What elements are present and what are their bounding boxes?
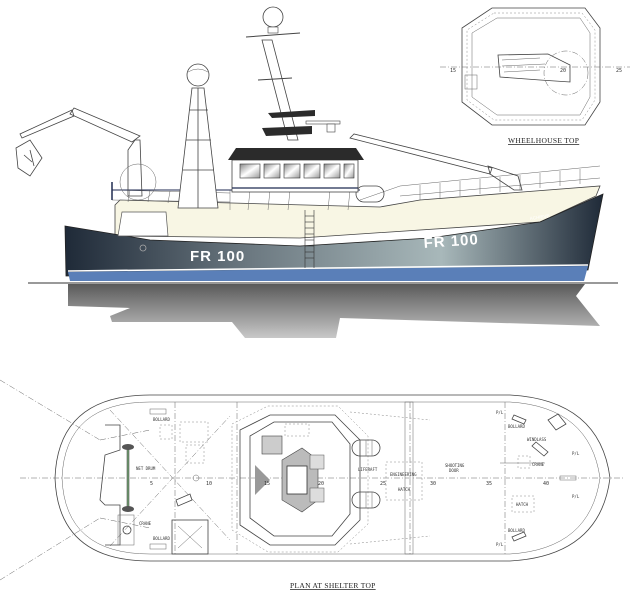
main-mast — [245, 32, 341, 141]
railings — [111, 165, 601, 211]
frame-mark: 20 — [318, 481, 324, 487]
registration-bow: FR 100 — [423, 231, 479, 252]
frame-mark: 40 — [543, 481, 549, 487]
wheelhouse-top-title: WHEELHOUSE TOP — [508, 136, 579, 145]
frame-mark: 5 — [150, 481, 153, 487]
label-pl: P/L — [496, 542, 504, 547]
label-pl: P/L — [572, 494, 580, 499]
label-crane-fwd: CRANE — [532, 462, 545, 467]
label-pl: P/L — [572, 451, 580, 456]
label-liferaft: LIFERAFT — [358, 467, 378, 472]
radome-top-icon — [262, 6, 284, 28]
wheelhouse — [228, 148, 364, 193]
hull-reflection — [68, 284, 600, 338]
bollard-fwd — [511, 531, 527, 542]
frame-mark: 35 — [486, 481, 492, 487]
liferaft-canister — [355, 185, 385, 203]
frame-mark: 10 — [206, 481, 212, 487]
label-bollard: BOLLARD — [508, 528, 525, 533]
net-drum — [99, 424, 135, 546]
label-door: DOOR — [449, 468, 459, 473]
shelter-top-plan: NET DRUM CRANE BOLLARD BOLLARD — [0, 379, 625, 590]
label-net-drum: NET DRUM — [136, 466, 156, 471]
liferafts — [351, 439, 381, 509]
forward-crane — [349, 133, 523, 191]
label-crane-aft: CRANE — [139, 521, 152, 526]
frame-numbers: 5 10 15 20 25 30 35 40 — [150, 481, 549, 487]
radar-scanner — [305, 120, 341, 125]
frame-mark: 15 — [450, 68, 456, 74]
wheelhouse-plan — [231, 405, 369, 553]
frame-mark: 25 — [616, 68, 622, 74]
stern-door — [117, 211, 169, 237]
label-engineering: ENGINEERING — [390, 472, 417, 477]
plan-title: PLAN AT SHELTER TOP — [290, 581, 376, 590]
frame-mark: 15 — [264, 481, 270, 487]
gantry-tower — [177, 87, 219, 209]
side-elevation: FR 100 FR 100 ACHIEVE — [15, 6, 618, 338]
aft-crane — [15, 107, 157, 201]
registration-aft: FR 100 — [190, 248, 245, 265]
porthole — [139, 244, 147, 252]
label-bollard: BOLLARD — [153, 417, 170, 422]
frame-mark: 20 — [560, 68, 566, 74]
engineering-hatch — [385, 461, 423, 501]
label-pl: P/L — [496, 410, 504, 415]
radome-icon — [186, 63, 210, 87]
frame-mark: 30 — [430, 481, 436, 487]
label-windlass: WINDLASS — [527, 437, 547, 442]
label-shooting: SHOOTING — [445, 463, 465, 468]
vessel-name: ACHIEVE — [529, 213, 549, 221]
bollard-fwd — [511, 414, 527, 425]
hull-upper-cream — [114, 185, 601, 239]
wheelhouse-top-plan: 15 20 25 WHEELHOUSE TOP — [440, 7, 630, 145]
side-ladder — [304, 210, 315, 268]
wheelhouse-windows — [239, 163, 355, 179]
label-bollard: BOLLARD — [153, 536, 170, 541]
label-hatch-fwd: HATCH — [516, 502, 529, 507]
label-engineering-hatch: HATCH — [398, 487, 411, 492]
boot-top — [68, 266, 588, 281]
label-bollard: BOLLARD — [508, 424, 525, 429]
frame-mark: 25 — [380, 481, 386, 487]
